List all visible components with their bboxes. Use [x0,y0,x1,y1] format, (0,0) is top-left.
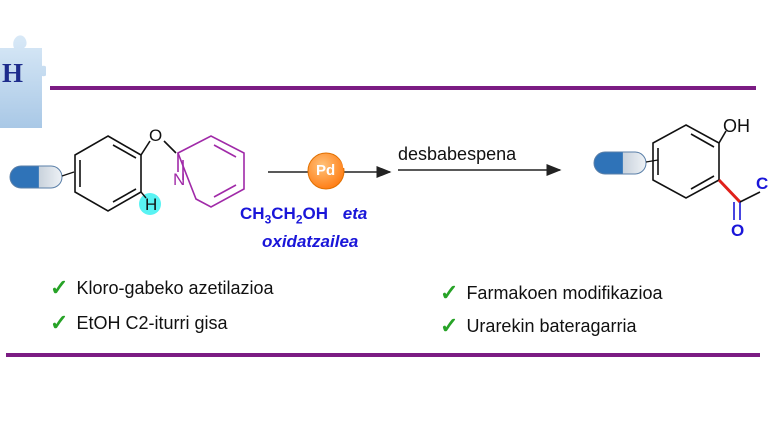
carbon-label-partial: C [756,174,768,193]
formula-sub-2: 2 [295,212,303,227]
check-icon: ✓ [440,313,459,338]
corner-letter: H [2,58,24,88]
hydrogen-label: H [145,195,158,214]
nitrogen-label: N [173,170,186,189]
deprotection-label: desbabespena [398,144,517,164]
check-icon: ✓ [50,310,69,335]
feature-label: EtOH C2-iturri gisa [76,312,228,333]
hydroxyl-label: OH [723,116,750,136]
feature-item: ✓ EtOH C2-iturri gisa [50,312,227,334]
condition-conjunction: eta [342,204,368,223]
formula-oh: OH [302,204,329,223]
puzzle-piece-icon [0,35,46,128]
bottom-divider [6,353,760,357]
palladium-catalyst-icon [307,152,345,190]
benzene-ring-left [74,135,142,212]
benzene-ring-right [652,124,720,199]
top-divider [50,86,756,90]
formula-sub-3: 3 [264,212,272,227]
highlighted-hydrogen [139,193,161,215]
feature-label: Kloro-gabeko azetilazioa [76,277,274,298]
formula-ch-1: CH [240,204,265,223]
oxidant-label: oxidatzailea [262,232,359,251]
pyridine-ring [176,135,245,208]
feature-item: ✓ Farmakoen modifikazioa [440,282,663,304]
catalyst-label: Pd [316,162,336,179]
new-bond [717,178,742,204]
feature-label: Urarekin bateragarria [466,315,637,336]
feature-item: ✓ Urarekin bateragarria [440,315,637,337]
feature-label: Farmakoen modifikazioa [466,282,663,303]
oxygen-label-left: O [149,126,163,145]
condition-line-2: oxidatzailea [262,232,358,252]
feature-item: ✓ Kloro-gabeko azetilazioa [50,277,274,299]
condition-line-1: CH3CH2OH eta [240,204,367,226]
check-icon: ✓ [440,280,459,305]
carbonyl-oxygen-label: O [731,221,745,240]
substituent-pill-right [593,151,647,175]
formula-ch-2: CH [271,204,296,223]
substituent-pill-left [9,165,63,189]
check-icon: ✓ [50,275,69,300]
